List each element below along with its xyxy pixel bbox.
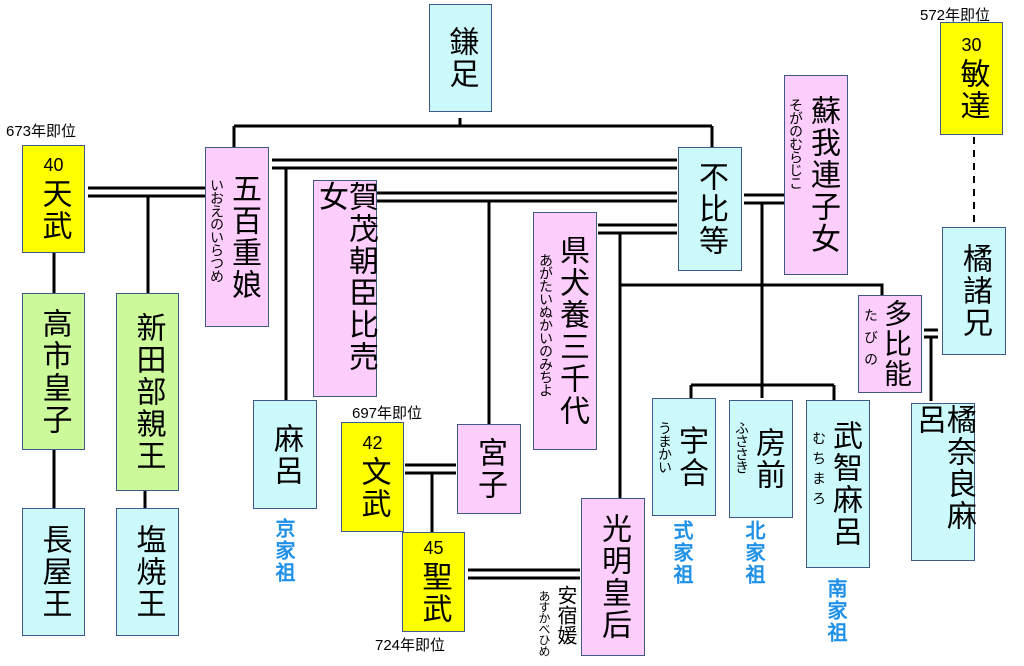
person-name: 蘇我連子女 [805,95,840,255]
person-takechi[interactable]: 高市皇子 [22,293,85,450]
emperor-number: 40 [43,155,64,175]
lineage-label-kyoke: 京家祖 [272,518,296,584]
lineage-label-hokke: 北家祖 [742,520,766,586]
person-niitabe[interactable]: 新田部親王 [116,293,179,491]
person-maro[interactable]: 麻呂 [253,400,317,509]
person-fuhito[interactable]: 不比等 [678,147,742,271]
accession-year-bidatsu: 572年即位 [920,7,991,24]
person-kamatari[interactable]: 鎌足 [429,4,492,112]
person-tajihi[interactable]: 多比能 たびの [858,295,922,393]
person-soga-murajiko[interactable]: 蘇我連子女 そがのむらじこ [784,75,848,275]
emperor-shomu[interactable]: 45 聖武 [402,532,465,632]
person-name: 塩焼王 [130,524,166,620]
person-name: 房前 [750,427,785,491]
accession-year-tenmu: 673年即位 [6,123,77,140]
person-name: 敏達 [954,57,990,122]
person-name: 橘奈良麻呂 [911,404,976,532]
person-name: 宇合 [673,425,708,489]
person-fusasaki[interactable]: 房前 ふささき [729,400,793,518]
person-asukabe-reading: あすかべひめ [537,590,551,656]
person-name: 不比等 [693,161,728,257]
person-asukabe-name: 安宿媛 [554,585,578,645]
line-kamatari-children [232,118,714,148]
person-name: 麻呂 [268,422,303,487]
person-umakai[interactable]: 宇合 うまかい [652,398,716,516]
person-tachibana-naramaro[interactable]: 橘奈良麻呂 [911,403,976,561]
person-reading: そがのむらじこ [787,98,803,189]
line-shomu-komyo-marriage [468,568,580,580]
emperor-monmu[interactable]: 42 文武 [341,422,404,532]
person-name: 天武 [36,178,72,242]
person-name: 新田部親王 [130,312,166,472]
person-name: 文武 [355,456,391,520]
person-tachibana-moroe[interactable]: 橘諸兄 [942,227,1006,355]
person-name: 高市皇子 [36,307,72,436]
emperor-tenmu[interactable]: 40 天武 [22,145,85,253]
emperor-number: 30 [961,34,982,55]
emperor-bidatsu[interactable]: 30 敏達 [940,22,1003,135]
person-name: 五百重娘 [226,173,261,301]
line-fuhito-agata-marriage [598,223,677,235]
person-name: 武智麻呂 [827,420,862,548]
person-name: 光明皇后 [596,513,631,641]
person-name: 県犬養三千代 [554,235,589,427]
line-monmu-miyako-marriage [405,463,456,475]
person-agata-michiyo[interactable]: 県犬養三千代 あがたいぬかいのみちよ [533,212,597,450]
person-reading: たびの [862,308,878,374]
person-name: 賀茂朝臣比売女 [313,181,378,373]
person-name: 聖武 [416,561,452,625]
person-muchimaro[interactable]: 武智麻呂 むちまろ [806,400,870,568]
person-name: 鎌足 [443,26,479,90]
person-name: 橘諸兄 [957,243,992,339]
person-reading: うまかい [656,421,672,473]
person-shioyaki[interactable]: 塩焼王 [116,508,179,636]
line-moroe-tajihi-marriage [924,328,938,339]
accession-year-monmu: 697年即位 [352,405,423,422]
line-fuhito-soga-marriage [744,193,784,205]
line-tenmu-ioe-marriage [88,186,207,198]
line-fuhito-soga-sons [689,203,836,400]
person-kamo-hime[interactable]: 賀茂朝臣比売女 [313,180,378,397]
emperor-number: 45 [423,538,444,558]
person-name: 宮子 [472,437,507,501]
person-ioe-iratsume[interactable]: 五百重娘 いおえのいらつめ [205,147,269,327]
emperor-number: 42 [362,433,383,453]
lineage-label-shikike: 式家祖 [670,520,694,586]
person-komyo[interactable]: 光明皇后 [581,498,645,656]
lineage-label-nanke: 南家祖 [824,578,848,644]
line-agata-tajihi [620,283,884,295]
person-name: 長屋王 [36,524,72,620]
line-fuhito-ioe-marriage [272,158,677,170]
person-nagaya[interactable]: 長屋王 [22,508,85,636]
line-fuhito-kamo-marriage [377,191,677,203]
person-reading: ふささき [733,421,749,473]
person-reading: むちまろ [810,431,826,511]
accession-year-shomu: 724年即位 [375,637,446,654]
person-reading: いおえのいらつめ [208,178,224,282]
person-name: 多比能 [880,299,913,389]
person-reading: あがたいぬかいのみちよ [537,253,553,396]
person-miyako[interactable]: 宮子 [457,424,521,514]
